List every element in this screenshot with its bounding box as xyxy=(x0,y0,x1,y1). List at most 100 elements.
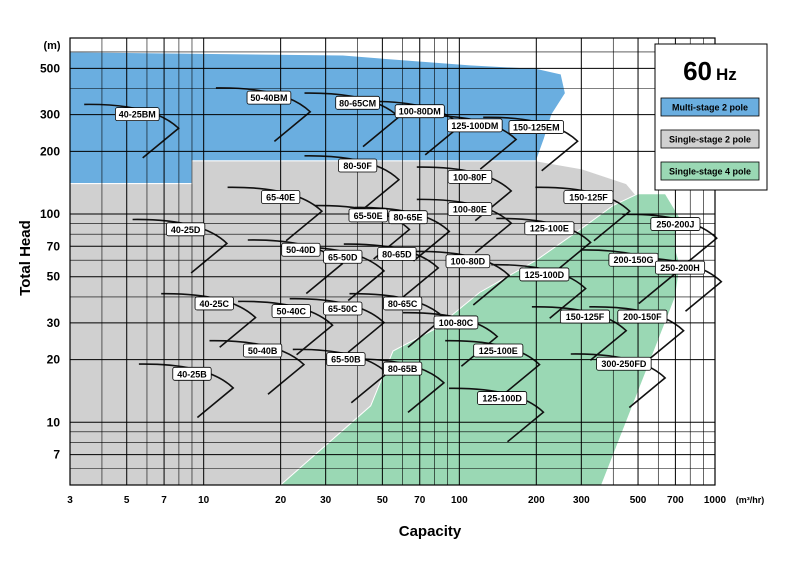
y-tick-30: 30 xyxy=(47,316,61,330)
model-label-box xyxy=(447,169,493,184)
x-tick-700: 700 xyxy=(667,495,684,506)
model-label-text: 80-65C xyxy=(388,299,418,309)
x-tick-20: 20 xyxy=(275,495,287,506)
model-label-box xyxy=(608,252,659,267)
model-label-100-80f: 100-80F xyxy=(447,169,493,184)
legend-item-multi-stage-2-pole: Multi-stage 2 pole xyxy=(660,97,760,117)
model-label-text: 65-40E xyxy=(266,193,295,203)
model-label-box xyxy=(335,95,380,110)
y-tick-200: 200 xyxy=(40,144,60,158)
model-label-box xyxy=(172,366,212,381)
model-label-80-65e: 80-65E xyxy=(388,210,428,225)
model-label-box xyxy=(338,158,378,173)
x-tick-5: 5 xyxy=(124,495,130,506)
frequency-unit: Hz xyxy=(716,65,737,84)
legend-swatch xyxy=(660,161,760,181)
model-label-text: 100-80C xyxy=(439,318,474,328)
model-label-65-50b: 65-50B xyxy=(326,352,366,367)
model-label-80-65b: 80-65B xyxy=(383,361,423,376)
model-label-text: 65-50E xyxy=(354,211,383,221)
model-label-text: 150-125F xyxy=(566,312,605,322)
y-tick-300: 300 xyxy=(40,108,60,122)
model-label-125-100d: 125-100D xyxy=(477,391,528,405)
model-label-box xyxy=(447,118,503,133)
model-label-text: 100-80F xyxy=(453,172,487,182)
model-label-box xyxy=(447,202,493,217)
model-label-200-150f: 200-150F xyxy=(617,309,668,324)
model-label-250-200j: 250-200J xyxy=(650,217,701,231)
model-label-40-25bm: 40-25BM xyxy=(115,107,160,122)
x-unit-label: (m³/hr) xyxy=(736,495,765,505)
model-label-text: 80-65CM xyxy=(339,98,376,108)
model-label-text: 150-125F xyxy=(569,193,608,203)
model-label-125-100dm: 125-100DM xyxy=(447,118,503,133)
model-label-text: 80-65D xyxy=(382,249,412,259)
legend-item-single-stage-2-pole: Single-stage 2 pole xyxy=(660,129,760,149)
model-label-box xyxy=(242,343,283,358)
model-label-text: 80-65E xyxy=(394,213,423,223)
model-label-text: 150-125EM xyxy=(513,123,560,133)
y-tick-50: 50 xyxy=(47,270,61,284)
model-label-box xyxy=(348,208,388,223)
model-label-box xyxy=(596,356,652,371)
model-label-text: 125-100E xyxy=(530,224,569,234)
model-label-box xyxy=(473,343,524,358)
model-label-80-65cm: 80-65CM xyxy=(335,95,380,110)
model-label-40-25c: 40-25C xyxy=(194,296,234,311)
legend-label: Multi-stage 2 pole xyxy=(672,103,748,113)
model-label-text: 50-40BM xyxy=(250,93,287,103)
model-label-text: 200-150F xyxy=(623,312,662,322)
legend-item-single-stage-4-pole: Single-stage 4 pole xyxy=(660,161,760,181)
model-label-box xyxy=(323,249,363,264)
model-label-text: 200-150G xyxy=(613,255,653,265)
model-label-box xyxy=(261,190,301,204)
frequency-value: 60 xyxy=(683,56,712,86)
model-label-box xyxy=(326,352,366,367)
legend-label: Single-stage 2 pole xyxy=(669,135,751,145)
model-label-text: 80-50F xyxy=(343,161,372,171)
model-label-150-125em: 150-125EM xyxy=(508,120,565,134)
model-label-50-40bm: 50-40BM xyxy=(246,90,292,105)
model-label-text: 125-100E xyxy=(479,346,518,356)
model-label-box xyxy=(477,391,528,405)
model-label-200-150g: 200-150G xyxy=(608,252,659,267)
model-label-box xyxy=(388,210,428,225)
model-label-text: 125-100DM xyxy=(451,121,498,131)
model-label-125-100d: 125-100D xyxy=(519,267,570,282)
x-tick-1000: 1000 xyxy=(704,495,727,506)
model-label-text: 50-40D xyxy=(286,245,316,255)
y-tick-500: 500 xyxy=(40,61,60,75)
model-label-box xyxy=(194,296,234,311)
model-label-box xyxy=(650,217,701,231)
model-label-box xyxy=(377,246,417,261)
model-label-80-50f: 80-50F xyxy=(338,158,378,173)
model-label-125-100e: 125-100E xyxy=(473,343,524,358)
x-tick-7: 7 xyxy=(161,495,167,506)
y-unit-label: (m) xyxy=(43,40,60,52)
model-label-150-125f: 150-125F xyxy=(559,309,610,324)
x-tick-300: 300 xyxy=(573,495,590,506)
model-label-125-100e: 125-100E xyxy=(524,221,575,236)
x-tick-100: 100 xyxy=(451,495,468,506)
model-label-text: 100-80D xyxy=(451,257,486,267)
model-label-text: 80-65B xyxy=(388,364,418,374)
model-label-box xyxy=(166,222,206,237)
model-label-box xyxy=(433,315,479,330)
model-label-50-40b: 50-40B xyxy=(242,343,283,358)
model-label-box xyxy=(655,260,706,275)
model-label-65-50e: 65-50E xyxy=(348,208,388,223)
model-label-text: 100-80DM xyxy=(399,107,441,117)
x-tick-500: 500 xyxy=(630,495,647,506)
y-tick-70: 70 xyxy=(47,239,61,253)
plot-frame xyxy=(69,37,716,486)
model-label-box xyxy=(383,296,423,311)
y-tick-20: 20 xyxy=(47,353,61,367)
x-tick-70: 70 xyxy=(414,495,426,506)
model-label-40-25b: 40-25B xyxy=(172,366,212,381)
model-label-text: 40-25D xyxy=(171,225,201,235)
model-label-box xyxy=(281,242,321,257)
x-axis-label: Capacity xyxy=(399,523,462,540)
